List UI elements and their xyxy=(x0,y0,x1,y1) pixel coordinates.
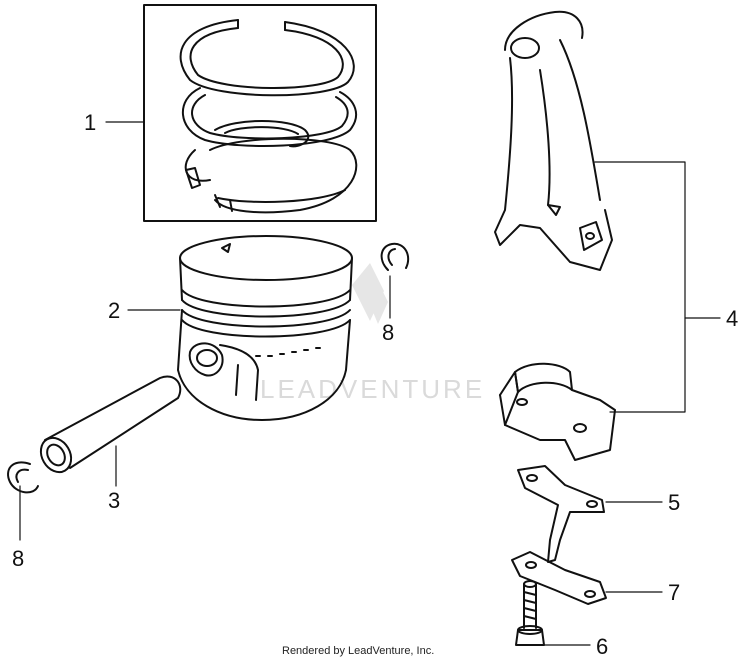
callout-lock-plate: 5 xyxy=(668,490,680,515)
rod-cap-drawing xyxy=(499,362,616,461)
callout-oil-dipper: 7 xyxy=(668,580,680,605)
callout-clip-right: 8 xyxy=(382,320,394,345)
callout-connecting-rod: 4 xyxy=(726,306,738,331)
callout-piston-pin: 3 xyxy=(108,488,120,513)
watermark-text: LEADVENTURE xyxy=(260,374,485,404)
piston-rings-drawing xyxy=(179,19,358,214)
callout-clip-left: 8 xyxy=(12,546,24,571)
ring-set-box xyxy=(143,4,377,222)
watermark: LEADVENTURE xyxy=(260,263,485,404)
lock-plate-drawing xyxy=(517,465,605,563)
bolt-drawing xyxy=(515,580,545,646)
clip-left-drawing xyxy=(7,461,39,494)
footer-credit: Rendered by LeadVenture, Inc. xyxy=(282,645,434,657)
callout-piston: 2 xyxy=(108,298,120,323)
leader-lines xyxy=(19,121,721,646)
piston-drawing xyxy=(177,235,353,421)
clip-right-drawing xyxy=(380,242,410,271)
oil-dipper-drawing xyxy=(511,551,607,605)
callout-ring-set: 1 xyxy=(84,110,96,135)
connecting-rod-drawing xyxy=(494,10,613,271)
callout-bolt: 6 xyxy=(596,634,608,659)
piston-pin-drawing xyxy=(39,375,182,474)
